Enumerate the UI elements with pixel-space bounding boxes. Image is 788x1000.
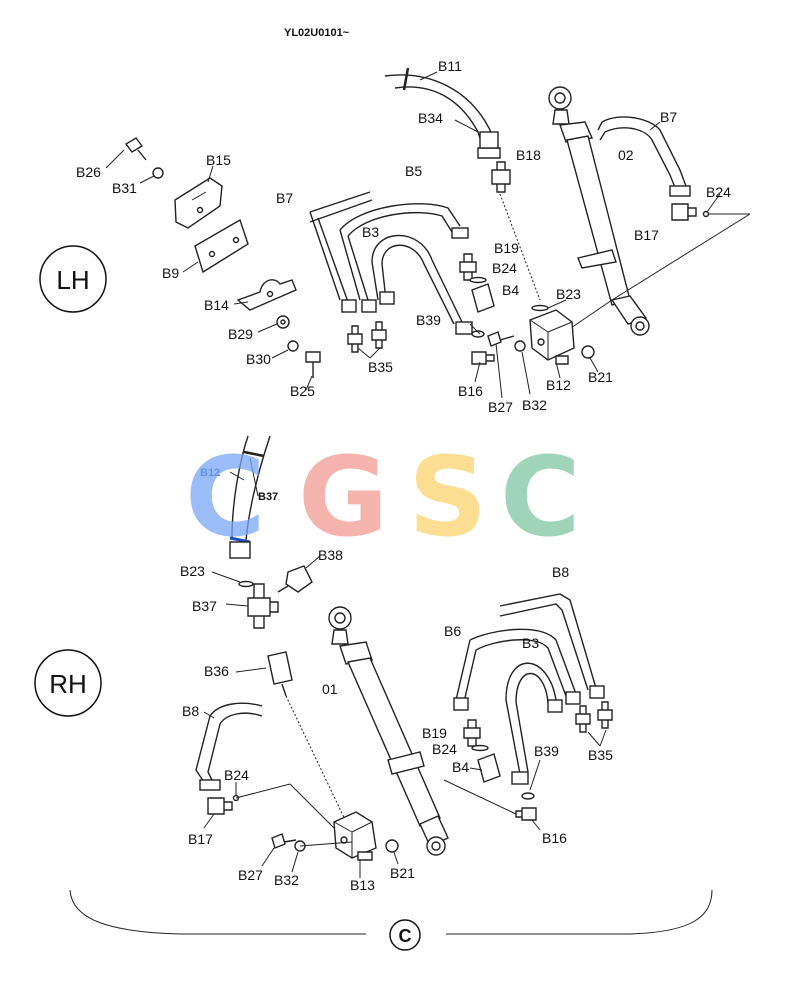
footer-brace xyxy=(69,889,713,935)
rh-label-b32: B32 xyxy=(274,872,299,888)
rh-label-b24: B24 xyxy=(224,767,249,783)
lh-label-b12: B12 xyxy=(546,377,571,393)
rh-label-b19: B19 xyxy=(422,725,447,741)
lh-label-b5: B5 xyxy=(405,163,422,179)
lh-badge xyxy=(39,245,107,313)
lh-b11-clamp xyxy=(402,67,410,91)
lh-label-b24: B24 xyxy=(706,184,731,200)
lh-pipe-b3 xyxy=(371,234,463,325)
rh-label-b16: B16 xyxy=(542,830,567,846)
lh-badge-label: LH xyxy=(56,265,89,295)
lh-label-b17: B17 xyxy=(634,227,659,243)
lh-label-b9: B9 xyxy=(162,265,179,281)
lh-section: LH xyxy=(39,58,751,415)
watermark-letter-2: G xyxy=(298,433,388,561)
lh-label-b25: B25 xyxy=(290,383,315,399)
footer-letter-badge xyxy=(389,919,421,951)
lh-label-b21: B21 xyxy=(588,369,613,385)
rh-label-b3: B3 xyxy=(522,635,539,651)
lh-pipe-b5 xyxy=(339,203,461,301)
rh-cylinder-01 xyxy=(328,606,449,856)
rh-section: RH xyxy=(34,435,613,893)
section-footer: C xyxy=(69,889,713,951)
watermark-letter-3: S xyxy=(408,433,487,561)
lh-label-b3: B3 xyxy=(362,224,379,240)
lh-pipe-b7 xyxy=(309,191,373,303)
lh-label-b16: B16 xyxy=(458,383,483,399)
footer-letter: C xyxy=(399,926,412,946)
lh-label-b30: B30 xyxy=(246,351,271,367)
rh-label-01: 01 xyxy=(322,681,338,697)
rh-valve-block-b13 xyxy=(333,811,377,859)
rh-label-b12: B12 xyxy=(200,467,220,479)
lh-label-b15: B15 xyxy=(206,152,231,168)
lh-label-b4: B4 xyxy=(502,282,519,298)
lh-pipe-b7-upper xyxy=(597,116,687,191)
rh-pipe-b3-rh xyxy=(505,662,557,775)
lh-label-02: 02 xyxy=(618,147,634,163)
rh-label-b8: B8 xyxy=(182,703,199,719)
lh-fitting xyxy=(479,131,499,149)
rh-label-b23: B23 xyxy=(180,563,205,579)
rh-label-b36: B36 xyxy=(204,663,229,679)
lh-label-b29: B29 xyxy=(228,326,253,342)
rh-label-b35: B35 xyxy=(588,747,613,763)
lh-cylinder-02 xyxy=(548,86,650,336)
lh-label-b7-upper: B7 xyxy=(660,109,677,125)
lh-label-b26: B26 xyxy=(76,164,101,180)
lh-label-b39: B39 xyxy=(416,312,441,328)
rh-label-b37-upper: B37 xyxy=(258,491,278,503)
lh-label-b32: B32 xyxy=(522,397,547,413)
rh-label-b24-mid: B24 xyxy=(432,741,457,757)
rh-label-b38: B38 xyxy=(318,547,343,563)
lh-label-b14: B14 xyxy=(204,297,229,313)
lh-label-b23: B23 xyxy=(556,286,581,302)
rh-hose-b12 xyxy=(231,435,271,541)
lh-label-b11: B11 xyxy=(438,58,462,74)
lh-valve-block-b12 xyxy=(529,309,575,361)
rh-badge xyxy=(34,649,102,717)
rh-label-b27: B27 xyxy=(238,867,263,883)
rh-pipe-b6 xyxy=(455,628,577,703)
rh-badge-label: RH xyxy=(49,669,87,699)
lh-hose-b11 xyxy=(384,74,497,151)
lh-label-b27: B27 xyxy=(488,399,513,415)
rh-label-b4: B4 xyxy=(452,759,469,775)
rh-label-b17: B17 xyxy=(188,831,213,847)
rh-label-b8-top: B8 xyxy=(552,564,569,580)
lh-label-b34: B34 xyxy=(418,110,443,126)
lh-label-b35: B35 xyxy=(368,359,393,375)
rh-label-b13: B13 xyxy=(350,877,375,893)
watermark-letter-1: C xyxy=(185,433,266,561)
lh-bracket-b15 xyxy=(174,177,223,229)
rh-label-b6: B6 xyxy=(444,623,461,639)
watermark-letter-4: C xyxy=(500,433,581,561)
lh-label-b24-mid: B24 xyxy=(492,260,517,276)
lh-label-b18: B18 xyxy=(516,147,541,163)
cgsc-watermark: C G S C xyxy=(185,433,581,561)
rh-label-b21: B21 xyxy=(390,865,415,881)
lh-label-b7: B7 xyxy=(276,190,293,206)
lh-label-b31: B31 xyxy=(112,180,137,196)
lh-hose-b11-end xyxy=(477,147,501,159)
lh-label-b19: B19 xyxy=(494,240,519,256)
lh-plate-b9 xyxy=(194,218,249,274)
rh-label-b39: B39 xyxy=(534,743,559,759)
rh-pipe-b8 xyxy=(499,593,597,691)
rh-label-b37: B37 xyxy=(192,598,217,614)
diagram-code: YL02U0101~ xyxy=(284,27,350,39)
